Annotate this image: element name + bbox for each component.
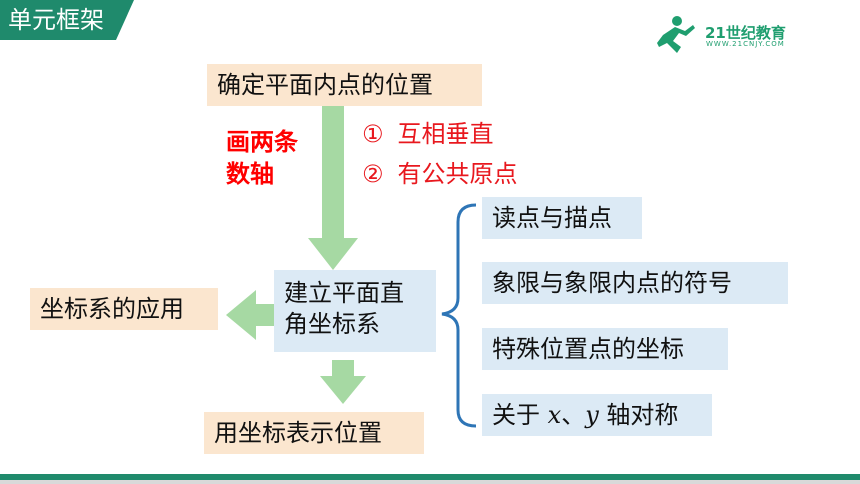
left-arrow-icon [226,290,276,340]
branch-4-prefix: 关于 [492,401,548,429]
branch-4-x: x [547,401,562,429]
left-box: 坐标系的应用 [30,288,218,330]
section-tab: 单元框架 [0,0,134,40]
condition-1: ① 互相垂直 [362,114,494,149]
down-arrow-bottom-icon [320,360,366,404]
bottom-gray-bar [0,480,860,484]
branch-4-sep: 、 [561,401,586,429]
left-box-label: 坐标系的应用 [40,295,184,323]
center-box: 建立平面直 角坐标系 [274,270,436,352]
center-box-line2: 角坐标系 [284,310,380,339]
bottom-box: 用坐标表示位置 [204,412,424,454]
brace-icon [441,203,477,428]
branch-2-label: 象限与象限内点的符号 [492,269,732,297]
logo-text: 21世纪教育 [705,24,786,42]
condition-2-num: ② [362,160,384,188]
bottom-box-label: 用坐标表示位置 [214,419,382,447]
branch-1-label: 读点与描点 [492,204,612,232]
method-label: 画两条 数轴 [226,126,298,191]
top-box: 确定平面内点的位置 [207,64,482,106]
condition-2-text: 有公共原点 [397,160,518,188]
branch-1: 读点与描点 [482,197,642,239]
condition-1-num: ① [362,120,384,148]
branch-2: 象限与象限内点的符号 [482,262,788,304]
branch-4-suffix: 轴对称 [598,401,679,429]
method-line1: 画两条 [226,128,298,156]
method-line2: 数轴 [226,160,274,189]
branch-3: 特殊位置点的坐标 [482,328,728,370]
down-arrow-icon [308,106,358,270]
condition-1-text: 互相垂直 [397,120,494,148]
branch-4-y: y [585,401,599,429]
logo-url: WWW.21CNJY.COM [706,40,785,48]
center-box-line1: 建立平面直 [284,279,404,307]
branch-3-label: 特殊位置点的坐标 [492,335,684,363]
branch-4: 关于 x、y 轴对称 [482,394,712,436]
bottom-accent-bar [0,474,860,480]
section-tab-label: 单元框架 [8,6,104,34]
top-box-label: 确定平面内点的位置 [217,71,433,99]
runner-logo-icon [657,16,695,53]
condition-2: ② 有公共原点 [362,154,518,189]
